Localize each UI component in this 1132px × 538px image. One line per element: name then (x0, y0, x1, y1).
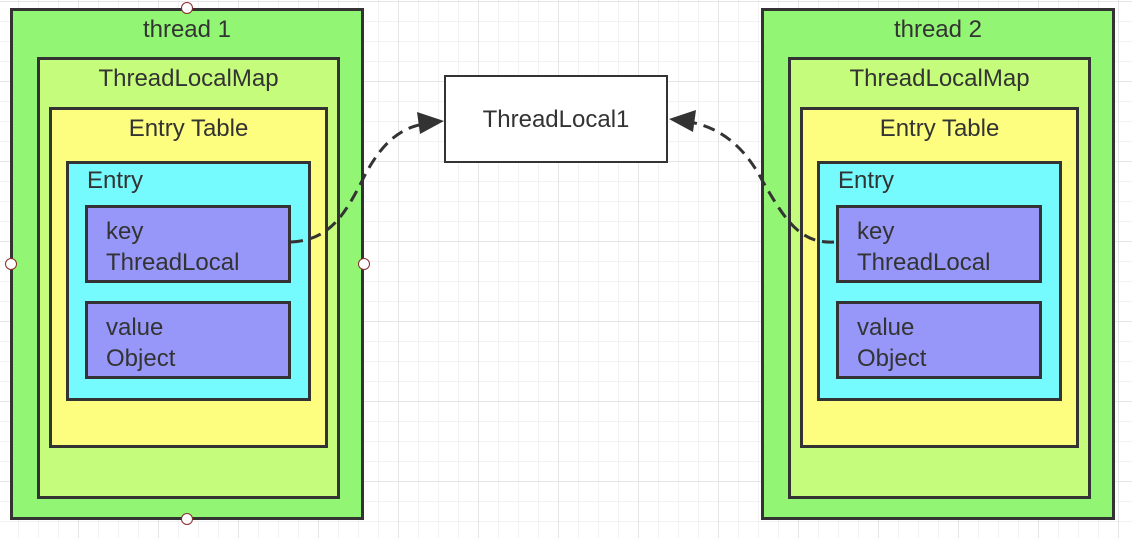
thread-1-value-box[interactable]: value Object (85, 301, 291, 379)
thread-2-threadlocalmap[interactable]: ThreadLocalMap Entry Table Entry key Thr… (788, 57, 1091, 499)
thread-1-threadlocalmap[interactable]: ThreadLocalMap Entry Table Entry key Thr… (37, 57, 340, 499)
thread-2-box[interactable]: thread 2 ThreadLocalMap Entry Table Entr… (761, 8, 1115, 520)
thread-2-entry-table-label: Entry Table (879, 115, 1000, 142)
thread-1-key-label: key (106, 218, 144, 245)
connector-thread-1-key-to-threadlocal-1[interactable] (290, 122, 425, 244)
thread-1-entry-table[interactable]: Entry Table Entry key ThreadLocal value … (49, 107, 328, 448)
thread-2-entry[interactable]: Entry key ThreadLocal value Object (817, 161, 1062, 401)
thread-2-entry-table[interactable]: Entry Table Entry key ThreadLocal value … (800, 107, 1079, 448)
thread-1-handle-bottom[interactable] (181, 513, 193, 525)
connector-thread-2-key-to-threadlocal-1[interactable] (689, 120, 835, 244)
thread-1-handle-right[interactable] (358, 258, 370, 270)
thread-1-handle-left[interactable] (5, 258, 17, 270)
thread-2-threadlocalmap-label: ThreadLocalMap (849, 65, 1030, 92)
thread-1-entry-table-label: Entry Table (128, 115, 249, 142)
threadlocal-1-label: ThreadLocal1 (482, 106, 630, 133)
thread-1-value-type: Object (106, 345, 176, 372)
thread-1-key-box[interactable]: key ThreadLocal (85, 205, 291, 283)
thread-1-threadlocalmap-label: ThreadLocalMap (98, 65, 279, 92)
thread-1-title: thread 1 (142, 16, 232, 43)
threadlocal-1-box[interactable]: ThreadLocal1 (444, 75, 668, 163)
thread-2-title: thread 2 (893, 16, 983, 43)
thread-2-value-box[interactable]: value Object (836, 301, 1042, 379)
thread-2-key-type: ThreadLocal (857, 249, 991, 276)
thread-1-entry-label: Entry (87, 167, 144, 194)
thread-1-entry[interactable]: Entry key ThreadLocal value Object (66, 161, 311, 401)
thread-2-key-label: key (857, 218, 895, 245)
thread-2-value-label: value (857, 314, 915, 341)
thread-1-key-type: ThreadLocal (106, 249, 240, 276)
thread-2-entry-label: Entry (838, 167, 895, 194)
thread-1-box[interactable]: thread 1 ThreadLocalMap Entry Table Entr… (10, 8, 364, 520)
thread-1-value-label: value (106, 314, 164, 341)
arrowhead-thread-1 (417, 112, 444, 134)
arrowhead-thread-2 (669, 110, 696, 132)
thread-2-key-box[interactable]: key ThreadLocal (836, 205, 1042, 283)
thread-1-handle-top[interactable] (181, 2, 193, 14)
thread-2-value-type: Object (857, 345, 927, 372)
